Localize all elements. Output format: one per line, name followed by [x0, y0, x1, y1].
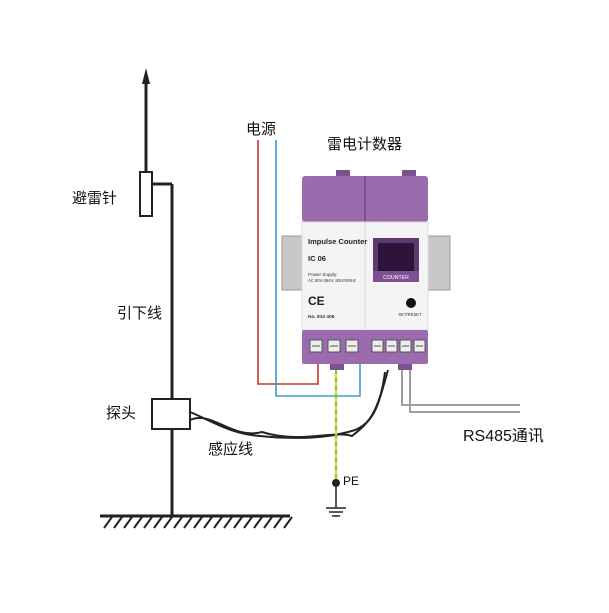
device-supply-line2: AC 90V-264V, 50Hz/60Hz — [308, 278, 356, 283]
display-label: COUNTER — [383, 275, 409, 281]
ground-hatch-line — [143, 516, 153, 529]
rs485-wires — [401, 358, 520, 413]
probe-box — [151, 398, 191, 430]
ground-hatch-line — [273, 516, 283, 529]
ground-hatch-line — [133, 516, 143, 529]
terminal-block-left — [309, 339, 359, 353]
ground-hatch-line — [103, 516, 113, 529]
ground-hatch-line — [213, 516, 223, 529]
label-lightning-rod: 避雷针 — [72, 189, 118, 207]
label-down-conductor: 引下线 — [117, 304, 163, 322]
label-rs485: RS485通讯 — [463, 428, 544, 445]
device-model: IC 06 — [308, 254, 326, 263]
ground-symbol — [100, 514, 293, 529]
power-wire-blue — [275, 140, 361, 397]
device-supply-line1: Power Supply: — [308, 272, 338, 277]
ground-hatch-line — [113, 516, 123, 529]
ce-mark: CE — [308, 294, 325, 308]
label-probe: 探头 — [106, 404, 137, 422]
label-counter-title: 雷电计数器 — [327, 135, 403, 153]
ground-hatch-line — [263, 516, 273, 529]
ground-hatch-line — [283, 516, 293, 529]
ground-hatch-line — [223, 516, 233, 529]
lightning-rod — [139, 68, 172, 217]
din-rail — [281, 235, 451, 291]
ground-hatch-line — [253, 516, 263, 529]
device-name: Impulse Counter — [308, 237, 367, 246]
ground-hatch-line — [153, 516, 163, 529]
pe-wire — [326, 358, 346, 517]
ground-hatch-line — [183, 516, 193, 529]
power-wire-red — [257, 140, 319, 385]
ground-hatch-line — [203, 516, 213, 529]
ground-hatch-line — [163, 516, 173, 529]
label-pe: PE — [343, 474, 360, 488]
ground-hatch-line — [243, 516, 253, 529]
ground-hatch-line — [233, 516, 243, 529]
ground-hatch-line — [173, 516, 183, 529]
label-power: 电源 — [246, 120, 277, 138]
impulse-counter-device: Impulse Counter IC 06 Power Supply: AC 9… — [301, 170, 429, 370]
device-serial: No. 810 406 — [308, 314, 335, 320]
sense-wire — [189, 369, 389, 439]
ground-hatch-line — [123, 516, 133, 529]
ground-hatch-line — [193, 516, 203, 529]
set-reset-label: SET/RESET — [398, 312, 422, 317]
terminal-block-right — [371, 339, 426, 353]
label-sense-wire: 感应线 — [208, 440, 254, 458]
